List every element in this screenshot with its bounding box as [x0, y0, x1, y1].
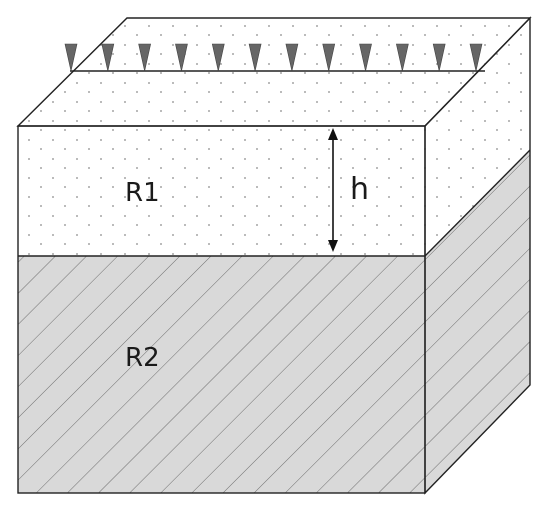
layer-r2-label: R2 [125, 343, 160, 373]
front-layer-r2 [18, 256, 425, 493]
load-arrow-icon [322, 43, 336, 72]
thickness-dimension [328, 128, 338, 252]
load-arrow-icon [138, 43, 152, 72]
load-arrow-icon [395, 43, 409, 72]
load-arrow-icon [175, 43, 188, 72]
load-arrow-icon [285, 43, 299, 72]
arrowhead-up-icon [328, 128, 338, 140]
load-arrow-icon [432, 43, 446, 72]
load-arrow-icon [64, 43, 78, 72]
load-arrow-icon [101, 43, 115, 72]
load-arrow-icon [211, 43, 225, 72]
load-arrow-icon [469, 43, 483, 72]
layer-r1-label: R1 [125, 178, 160, 208]
block-outline [16, 16, 532, 495]
load-arrow-icon [359, 43, 372, 72]
load-arrow-icon [248, 43, 262, 72]
arrowhead-down-icon [328, 240, 338, 252]
thickness-label: h [350, 172, 369, 207]
surface-load [64, 43, 485, 72]
front-layer-r1 [18, 126, 425, 256]
